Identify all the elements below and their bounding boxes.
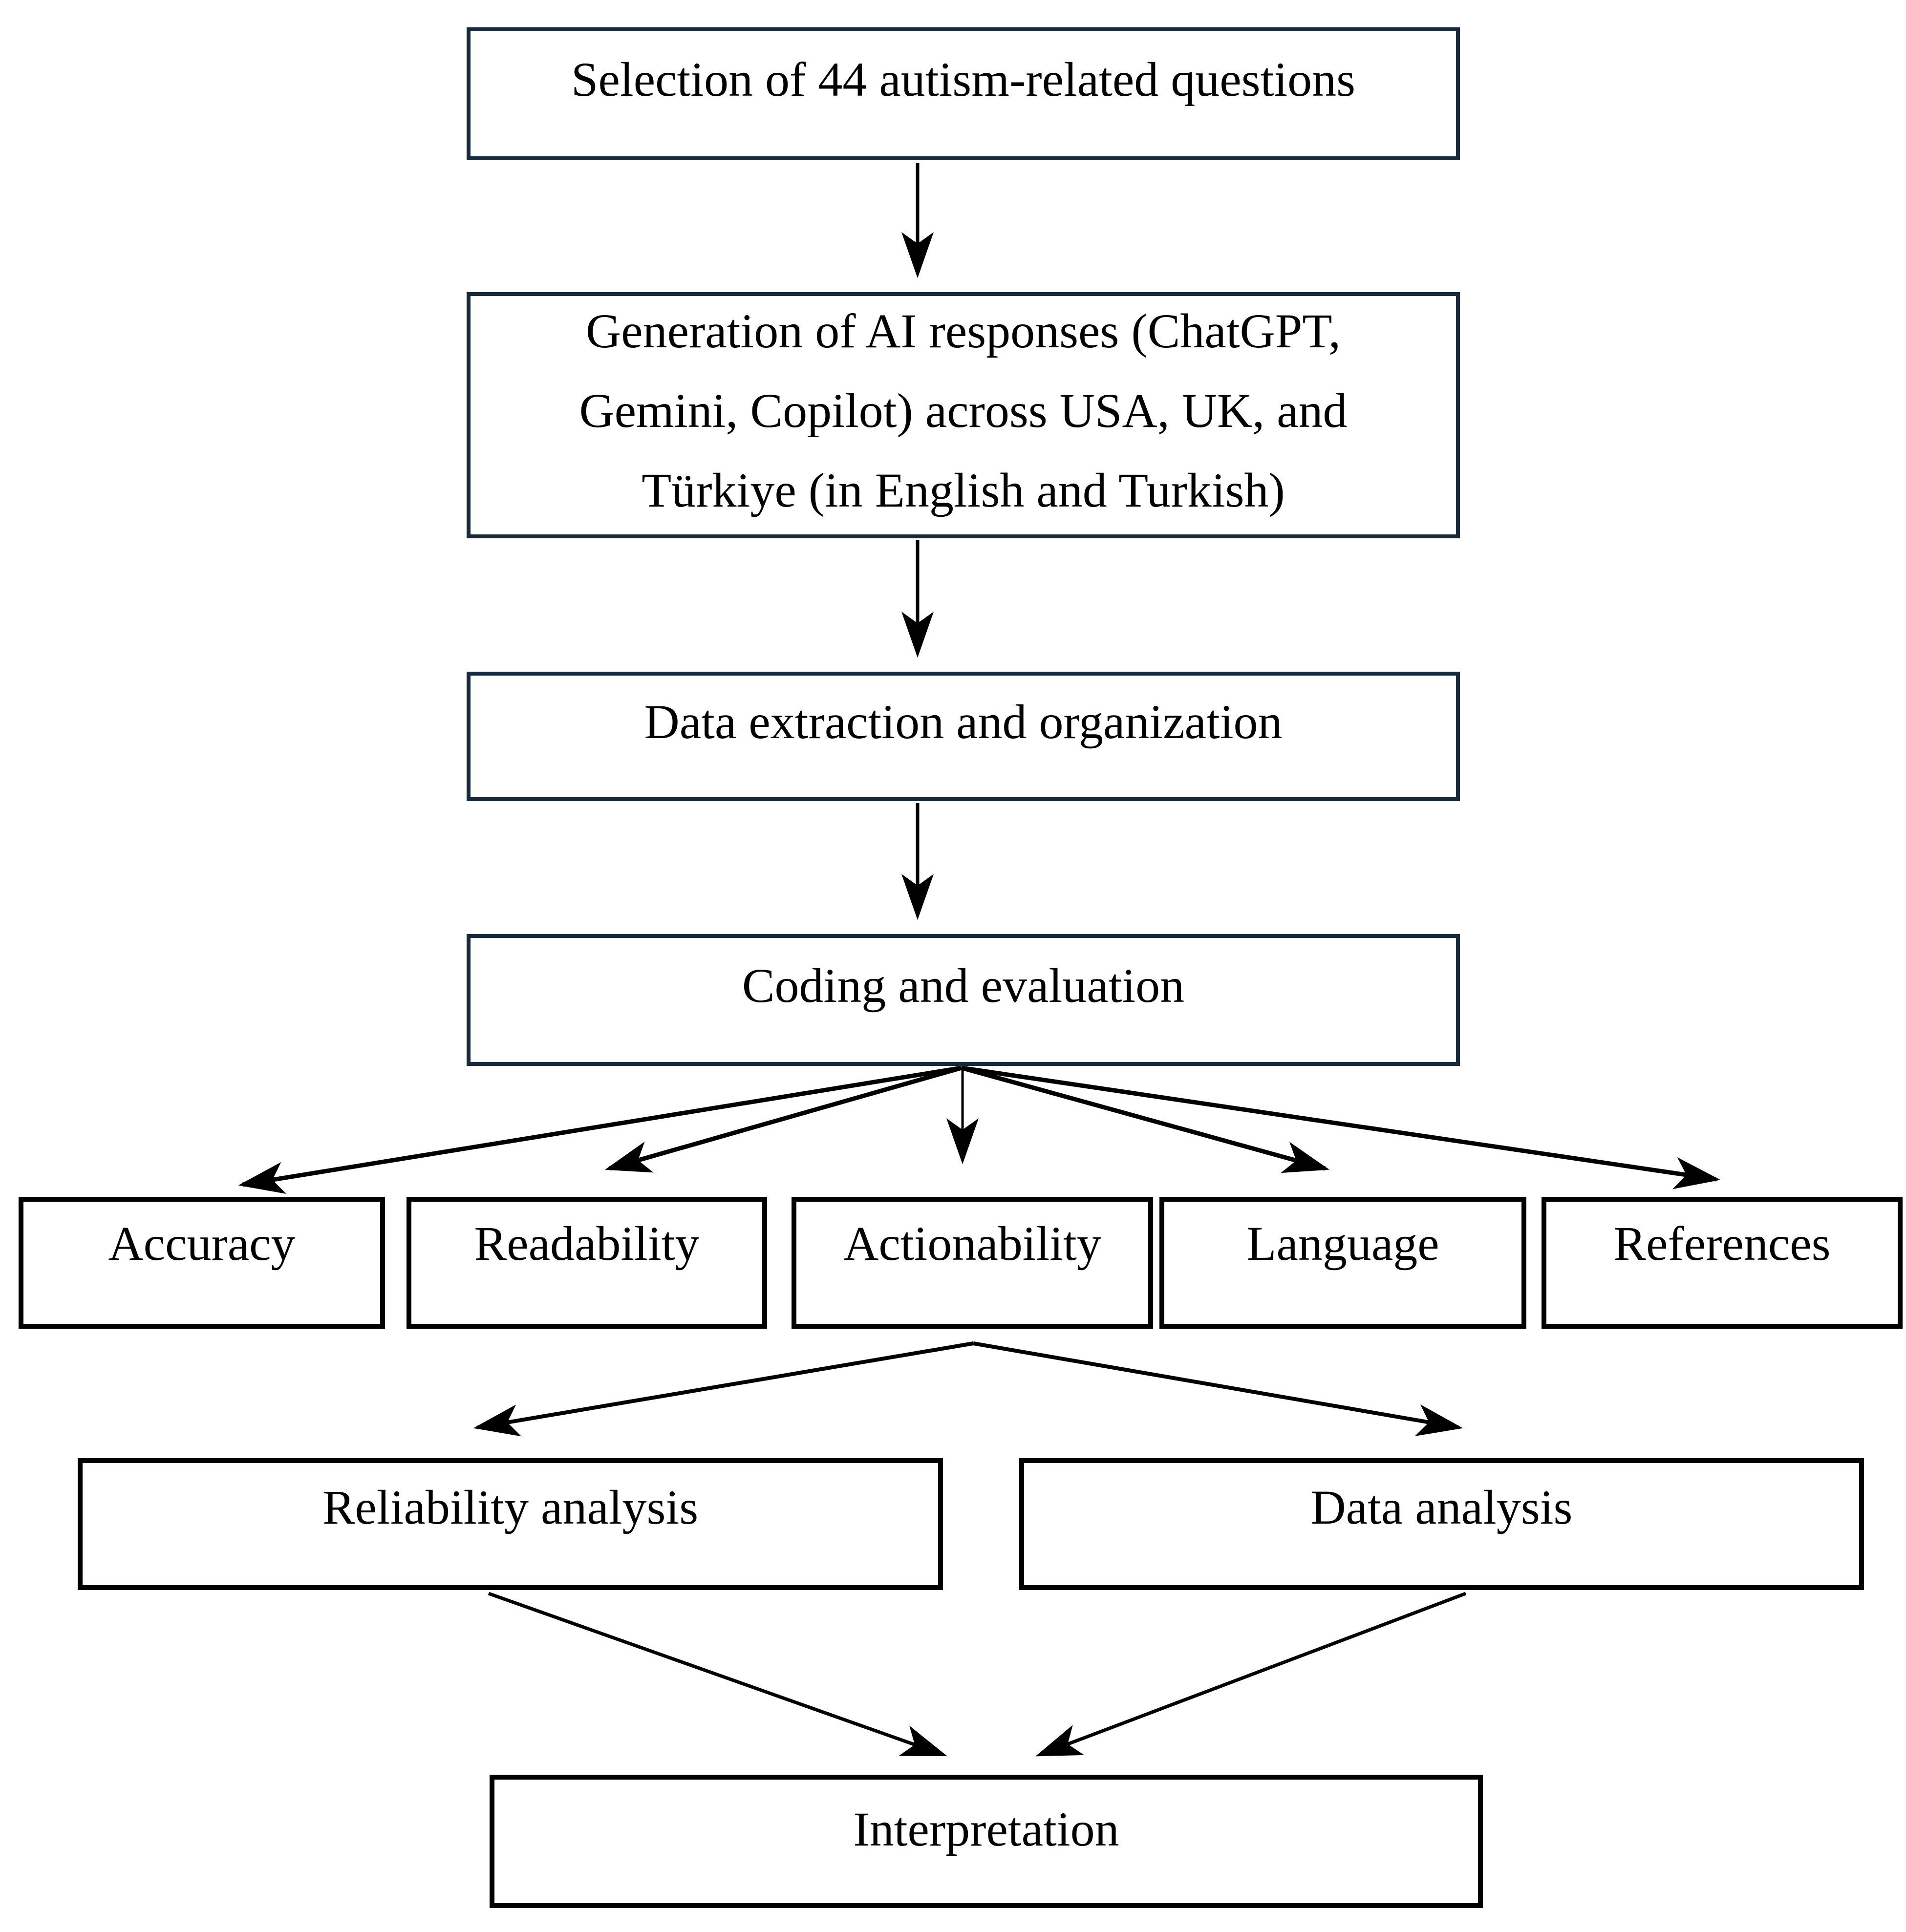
flow-box-data-analysis: Data analysis [1019, 1458, 1864, 1590]
flow-box-generation-label: Generation of AI responses (ChatGPT, Gem… [579, 303, 1348, 517]
arrow-reliability-interpretation [488, 1592, 947, 1757]
arrow-step4-readability [604, 1065, 963, 1173]
flow-box-extraction: Data extraction and organization [467, 672, 1460, 801]
flow-box-generation: Generation of AI responses (ChatGPT, Gem… [467, 292, 1460, 538]
flow-box-actionability-label: Actionability [843, 1216, 1101, 1271]
flow-box-selection: Selection of 44 autism-related questions [467, 27, 1460, 160]
arrow-step4-language [961, 1065, 1330, 1173]
flow-box-references-label: References [1613, 1216, 1831, 1271]
arrow-dimensions-data-analysis [973, 1341, 1463, 1437]
arrow-data-analysis-interpretation [1035, 1592, 1467, 1757]
flow-box-readability-label: Readability [474, 1216, 700, 1271]
flow-box-references: References [1542, 1197, 1903, 1329]
flow-box-readability: Readability [407, 1197, 767, 1329]
arrow-step4-references [961, 1065, 1721, 1189]
flow-box-reliability-analysis: Reliability analysis [78, 1458, 943, 1590]
flow-box-interpretation: Interpretation [490, 1775, 1483, 1908]
flow-box-extraction-label: Data extraction and organization [644, 695, 1283, 749]
flow-box-data-analysis-label: Data analysis [1310, 1480, 1573, 1534]
flow-box-accuracy-label: Accuracy [108, 1216, 296, 1271]
flow-box-actionability: Actionability [792, 1197, 1153, 1329]
flow-box-accuracy: Accuracy [19, 1197, 385, 1329]
flow-box-coding: Coding and evaluation [467, 934, 1460, 1066]
flow-box-selection-label: Selection of 44 autism-related questions [571, 52, 1356, 106]
flow-box-reliability-analysis-label: Reliability analysis [322, 1480, 699, 1534]
flow-box-language-label: Language [1246, 1216, 1439, 1271]
flow-box-interpretation-label: Interpretation [853, 1802, 1119, 1856]
flow-box-coding-label: Coding and evaluation [742, 958, 1185, 1013]
arrow-step4-accuracy [238, 1065, 962, 1194]
arrow-dimensions-reliability [473, 1341, 974, 1437]
flow-box-language: Language [1159, 1197, 1526, 1329]
